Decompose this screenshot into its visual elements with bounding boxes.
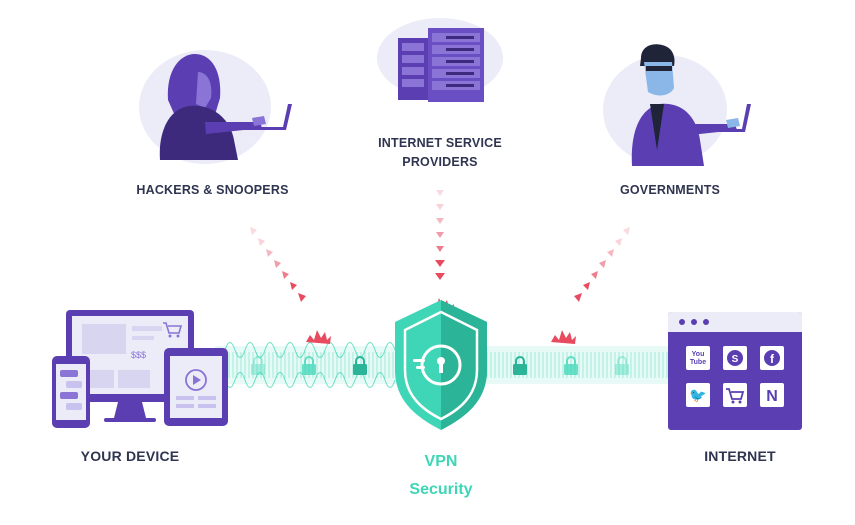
device-price-text: $$$ [131,350,146,360]
padlock-icon [251,356,265,375]
attack-arrows-governments [574,227,630,302]
isp-label-line2: PROVIDERS [402,155,478,169]
play-icon [185,369,207,391]
governments-label: GOVERNMENTS [619,183,721,197]
vpn-shield-icon [395,300,487,430]
security-label: Security [409,481,473,498]
shopping-cart-icon [163,322,183,338]
youtube-icon: You [692,351,705,358]
skype-icon [727,350,743,366]
your-device-label: YOUR DEVICE [80,448,180,464]
netflix-icon: N [766,388,778,405]
isp-label-line1: INTERNET SERVICE [378,136,502,150]
padlock-icon [513,356,527,375]
hacker-figure [139,50,292,164]
svg-text:f: f [770,352,775,366]
smartphone [52,356,90,428]
impact-burst-icon [306,330,331,344]
attack-arrows-isp [435,190,445,280]
padlock-icon [353,356,367,375]
internet-browser-window: You Tube S f 🐦 N [668,312,802,430]
internet-label: INTERNET [704,448,776,464]
impact-burst-icon [551,330,576,344]
desktop-monitor: $$$ [66,310,194,422]
cart-icon [726,388,745,404]
twitter-icon: 🐦 [689,387,706,403]
tablet [164,348,228,426]
government-agent-figure [603,44,751,166]
hackers-label: HACKERS & SNOOPERS [136,183,289,197]
padlock-icon [615,356,629,375]
padlock-icon [302,356,316,375]
server-rack-icon [377,18,503,102]
svg-text:Tube: Tube [690,359,706,366]
svg-text:S: S [732,354,739,365]
padlock-icon [564,356,578,375]
vpn-label: VPN [424,453,458,470]
attack-arrows-hackers [250,227,306,302]
facebook-icon [764,350,780,366]
